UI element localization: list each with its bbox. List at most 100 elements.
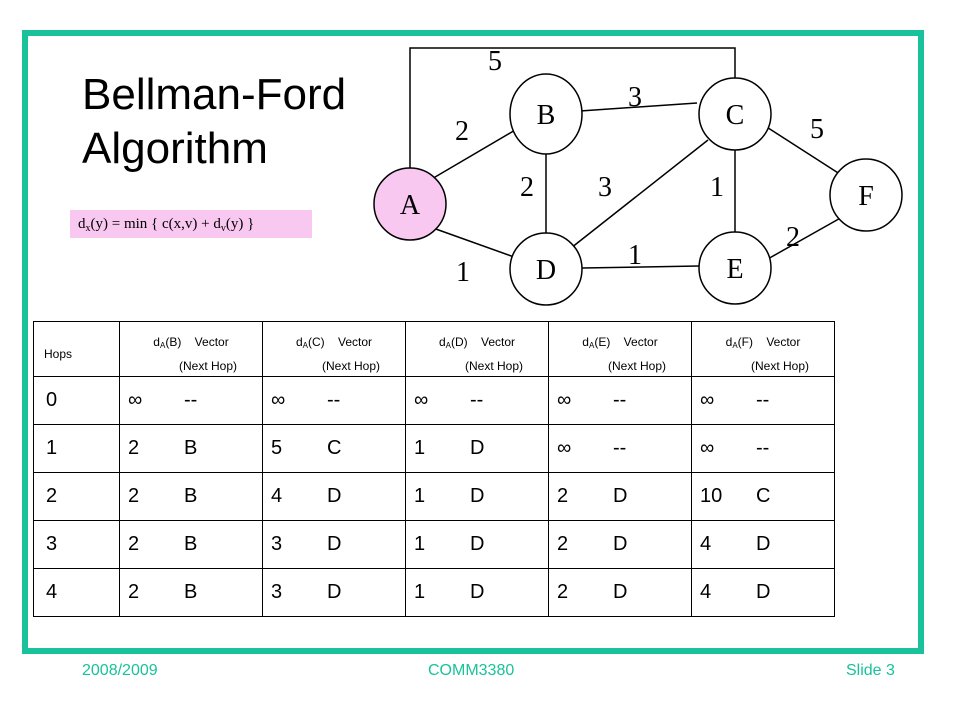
- next-hop-value: --: [470, 389, 484, 411]
- distance-value: 2: [557, 485, 569, 507]
- column-header: dA(E) Vector(Next Hop): [548, 321, 692, 377]
- next-hop-value: D: [327, 485, 342, 507]
- distance-value: 1: [414, 437, 426, 459]
- next-hop-value: B: [184, 437, 198, 459]
- distance-value: 4: [700, 581, 712, 603]
- footer-date: 2008/2009: [82, 662, 158, 679]
- next-hop-value: C: [327, 437, 342, 459]
- next-hop-value: --: [327, 389, 341, 411]
- distance-value: 1: [414, 533, 426, 555]
- next-hop-value: --: [184, 389, 198, 411]
- distance-value: 2: [128, 581, 140, 603]
- slide-title: Bellman-Ford Algorithm: [82, 68, 346, 176]
- weight-e-f: 2: [786, 222, 800, 253]
- weight-a-d: 1: [456, 257, 470, 288]
- next-hop-value: --: [613, 389, 627, 411]
- next-hop-value: D: [470, 533, 485, 555]
- column-header: dA(B) Vector(Next Hop): [119, 321, 263, 377]
- node-f: F: [829, 158, 903, 232]
- weight-b-d: 2: [520, 172, 534, 203]
- hop-count-cell: 0: [33, 376, 120, 425]
- edge-c-f: [761, 123, 847, 179]
- hops-header: Hops: [33, 321, 120, 377]
- next-hop-value: D: [756, 533, 771, 555]
- distance-value: ∞: [700, 437, 715, 459]
- distance-value: 1: [414, 581, 426, 603]
- distance-cell: ∞ --: [548, 424, 692, 473]
- next-hop-value: D: [327, 581, 342, 603]
- footer-course: COMM3380: [428, 662, 515, 679]
- node-e: E: [698, 231, 772, 305]
- next-hop-value: --: [613, 437, 627, 459]
- edge-a-c: [409, 47, 736, 170]
- distance-value: 5: [271, 437, 283, 459]
- weight-a-c: 5: [488, 46, 502, 77]
- edge-a-d: [432, 227, 515, 258]
- distance-value: 2: [128, 485, 140, 507]
- edge-d-e: [581, 265, 700, 269]
- column-header: dA(D) Vector(Next Hop): [405, 321, 549, 377]
- distance-value: ∞: [557, 389, 572, 411]
- network-graph: 5 3 2 5 2 3 1 2 1 1 A B C D E F: [373, 46, 903, 306]
- node-d: D: [509, 232, 583, 306]
- next-hop-value: --: [756, 389, 770, 411]
- svg-text:D: D: [536, 255, 556, 286]
- slide-frame: [22, 30, 924, 654]
- table-row: 0∞--∞--∞--∞--∞--: [33, 376, 835, 425]
- svg-text:B: B: [537, 100, 556, 131]
- distance-vector-table: Hops dA(B) Vector(Next Hop)dA(C) Vector(…: [33, 321, 835, 617]
- distance-cell: ∞ --: [405, 376, 549, 425]
- node-c: C: [698, 77, 772, 151]
- distance-value: ∞: [414, 389, 429, 411]
- distance-value: ∞: [128, 389, 143, 411]
- node-a: A: [373, 167, 447, 241]
- weight-c-f: 5: [810, 114, 824, 145]
- distance-cell: ∞ --: [548, 376, 692, 425]
- next-hop-value: D: [470, 581, 485, 603]
- hop-count-cell: 3: [33, 520, 120, 569]
- next-hop-value: D: [470, 437, 485, 459]
- weight-d-e: 1: [628, 240, 642, 271]
- distance-cell: ∞ --: [691, 424, 835, 473]
- next-hop-value: B: [184, 485, 198, 507]
- distance-value: 2: [128, 533, 140, 555]
- distance-value: ∞: [557, 437, 572, 459]
- next-hop-value: D: [613, 533, 628, 555]
- distance-value: 3: [271, 533, 283, 555]
- distance-cell: ∞ --: [119, 376, 263, 425]
- column-header: dA(F) Vector(Next Hop): [691, 321, 835, 377]
- svg-text:F: F: [858, 181, 874, 212]
- next-hop-value: D: [613, 485, 628, 507]
- weight-a-b: 2: [455, 116, 469, 147]
- distance-value: 2: [557, 581, 569, 603]
- distance-vector-formula: dx(y) = min { c(x,v) + dv(y) }: [70, 210, 312, 238]
- edge-e-f: [765, 215, 845, 261]
- weight-c-e: 1: [710, 172, 724, 203]
- next-hop-value: --: [756, 437, 770, 459]
- next-hop-value: C: [756, 485, 771, 507]
- title-line-1: Bellman-Ford: [82, 70, 347, 119]
- next-hop-value: D: [327, 533, 342, 555]
- distance-cell: ∞--: [691, 376, 835, 425]
- svg-text:E: E: [726, 254, 743, 285]
- hop-count-cell: 1: [33, 424, 120, 473]
- distance-value: 4: [271, 485, 283, 507]
- weight-b-c: 3: [628, 82, 642, 113]
- next-hop-value: B: [184, 533, 198, 555]
- next-hop-value: D: [470, 485, 485, 507]
